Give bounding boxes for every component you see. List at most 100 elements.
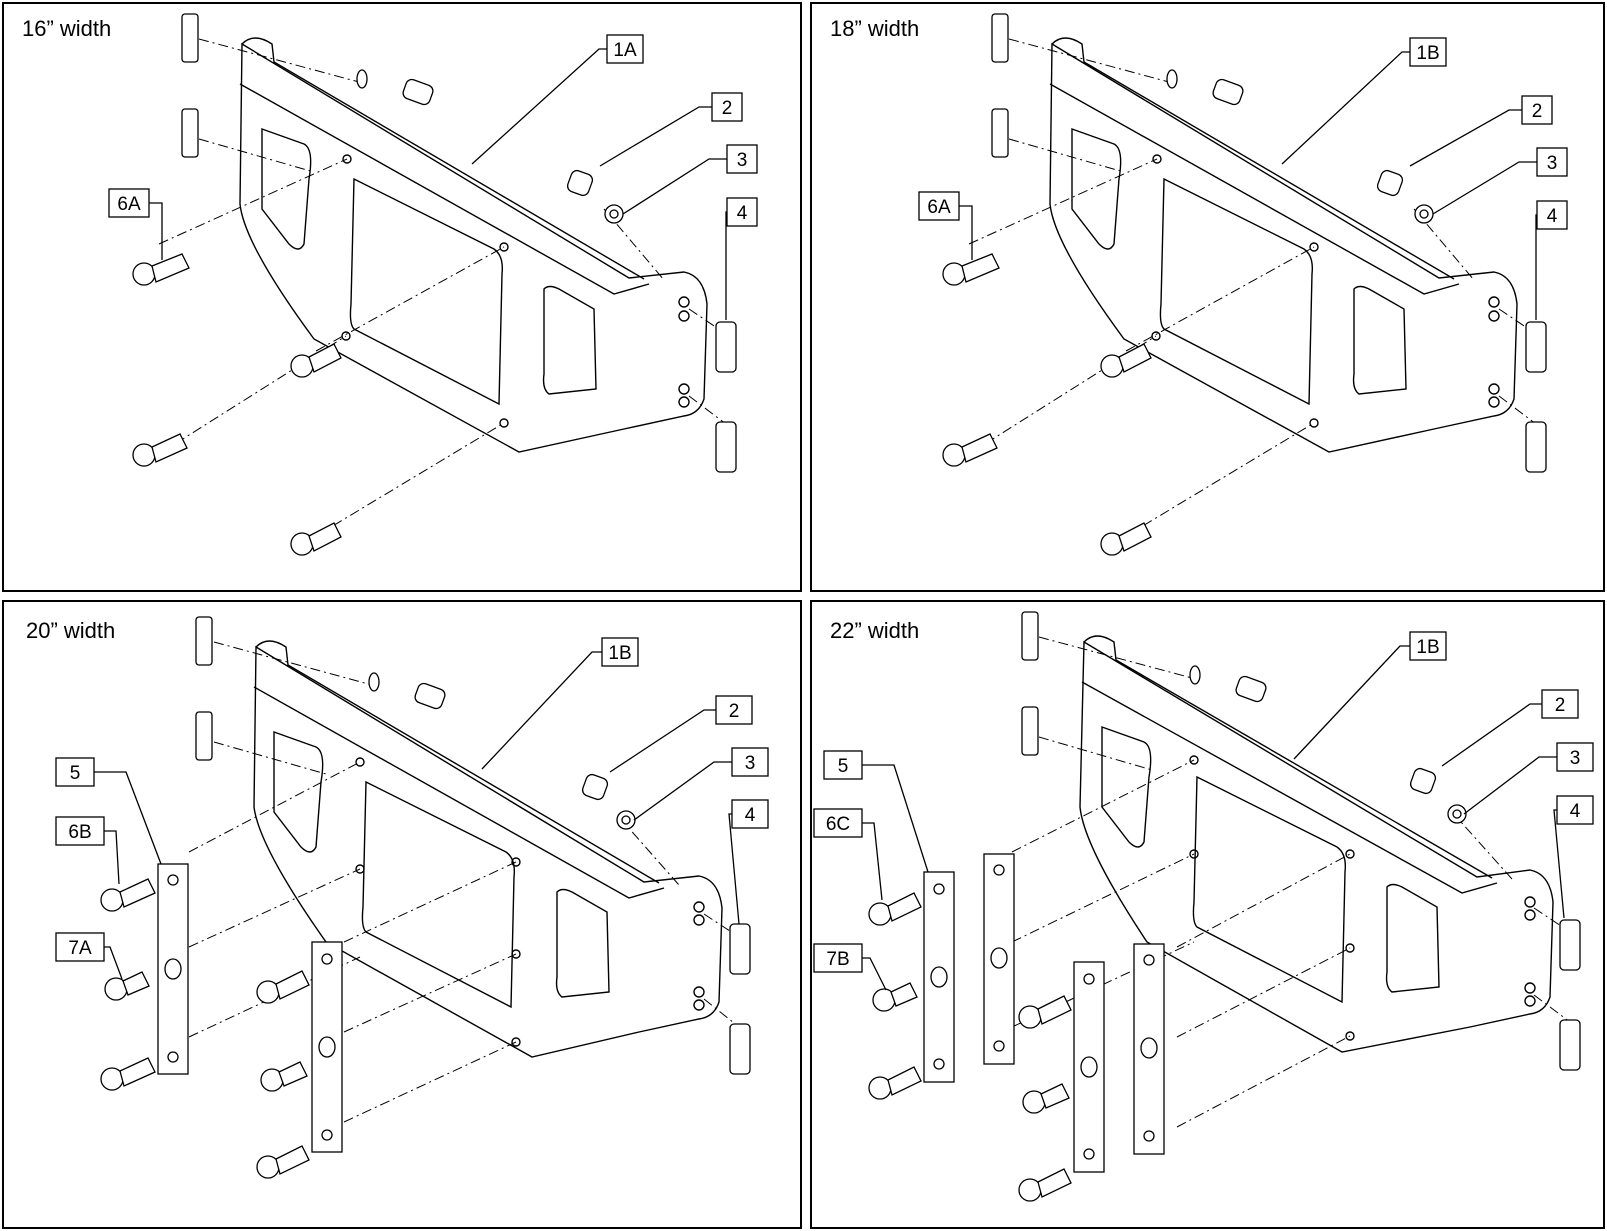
end-cap-middle [1021, 706, 1039, 756]
callout-label: 5 [838, 756, 849, 777]
end-cap-middle [991, 108, 1009, 158]
callout-3: 3 [1536, 147, 1568, 177]
callout-label: 4 [745, 805, 756, 826]
callout-label: 7B [826, 949, 849, 970]
end-cap-middle [181, 108, 199, 158]
screw-2 [1409, 767, 1437, 795]
plate-outline [253, 645, 723, 1058]
callout-label: 2 [722, 98, 733, 119]
callout-label: 6A [117, 194, 141, 215]
callout-7A: 7A [55, 932, 105, 962]
callout-label: 2 [729, 701, 740, 722]
callout-6B: 6B [55, 816, 105, 846]
plate-window-center [361, 780, 516, 1009]
callout-2: 2 [711, 92, 743, 122]
plate-window-left [273, 731, 324, 853]
nut-4-bottom [1559, 1019, 1581, 1071]
callout-3: 3 [731, 747, 769, 777]
callout-1A: 1A [606, 34, 644, 64]
panel-22-width: 1B 2 3 4 5 6C 7B 22” width [810, 600, 1605, 1229]
callout-5: 5 [823, 750, 863, 780]
socket-screw-top [414, 682, 446, 710]
callout-label: 2 [1532, 101, 1543, 122]
screw-2 [1376, 169, 1404, 197]
callout-label: 2 [1555, 695, 1566, 716]
plate-top-edge [1051, 37, 1455, 280]
nut-4-top [715, 321, 737, 373]
panel-16-width: 1A 2 3 4 6A 16” width [2, 2, 802, 592]
callout-3: 3 [726, 144, 758, 174]
callout-label: 3 [1570, 748, 1581, 769]
plate-window-right [1352, 285, 1407, 395]
callout-2: 2 [715, 695, 753, 725]
callout-label: 4 [1570, 801, 1581, 822]
callout-7B: 7B [813, 943, 863, 973]
callout-label: 1B [1416, 43, 1439, 64]
plate-window-left [1071, 128, 1122, 250]
plate-top-edge [241, 37, 645, 280]
nut-4-top [1559, 919, 1581, 971]
plate-window-right [1385, 883, 1440, 993]
screw-2 [566, 169, 594, 197]
callout-label: 3 [1547, 153, 1558, 174]
socket-screw-top [402, 78, 434, 106]
callout-1B: 1B [601, 637, 639, 667]
callout-label: 6C [826, 814, 850, 835]
callout-label: 1A [613, 40, 637, 61]
plate-outline [1079, 640, 1554, 1053]
plate-window-left [261, 128, 312, 250]
callout-label: 5 [70, 763, 81, 784]
plate-outline [239, 42, 708, 453]
callout-2: 2 [1521, 95, 1553, 125]
plate-window-right [542, 285, 597, 395]
callout-label: 4 [737, 203, 748, 224]
plate-window-right [555, 888, 610, 998]
plate-top-edge [255, 640, 660, 884]
exploded-view-20: 1B 2 3 4 5 6B 7A [55, 616, 769, 1179]
washer-top [1189, 665, 1201, 685]
callout-label: 1B [608, 643, 631, 664]
callout-4: 4 [731, 799, 769, 829]
end-cap-top [991, 13, 1009, 63]
exploded-view-22: 1B 2 3 4 5 6C 7B [813, 611, 1594, 1202]
callout-6A: 6A [918, 191, 960, 221]
panel-20-width: 1B 2 3 4 5 6B 7A 20” width [2, 600, 802, 1229]
callout-label: 6B [68, 822, 91, 843]
plate-window-center [1192, 775, 1347, 1004]
callout-2: 2 [1541, 689, 1579, 719]
callout-label: 6A [927, 197, 951, 218]
end-cap-top [181, 13, 199, 63]
callout-4: 4 [1556, 795, 1594, 825]
callout-4: 4 [1536, 200, 1568, 230]
washer-top [368, 672, 380, 692]
panel-title: 16” width [22, 16, 112, 41]
panel-title: 20” width [26, 618, 116, 643]
washer-top [356, 69, 368, 89]
washer-top [1166, 69, 1178, 89]
end-cap-middle [195, 711, 213, 761]
socket-screw-top [1235, 675, 1267, 703]
callout-label: 3 [745, 753, 756, 774]
callout-1B: 1B [1409, 631, 1447, 661]
screw-2 [581, 773, 609, 801]
socket-screw-top [1212, 78, 1244, 106]
callout-6C: 6C [813, 808, 863, 838]
plate-window-left [1101, 726, 1152, 848]
panel-title: 18” width [830, 16, 920, 41]
callout-5: 5 [55, 757, 95, 787]
plate-outline [1049, 42, 1518, 453]
nut-4-bottom [715, 421, 737, 473]
nut-4-bottom [729, 1023, 751, 1075]
nut-4-top [729, 923, 751, 975]
nut-4-bottom [1525, 421, 1547, 473]
end-cap-top [1021, 611, 1039, 661]
plate-window-center [1159, 177, 1314, 406]
callout-label: 3 [737, 150, 748, 171]
plate-top-edge [1083, 635, 1493, 879]
panel-title: 22” width [830, 618, 920, 643]
exploded-view-16: 1A 2 3 4 6A [108, 13, 758, 556]
callout-label: 4 [1547, 206, 1558, 227]
callout-label: 7A [68, 938, 92, 959]
callout-4: 4 [726, 197, 758, 227]
callout-3: 3 [1556, 742, 1594, 772]
